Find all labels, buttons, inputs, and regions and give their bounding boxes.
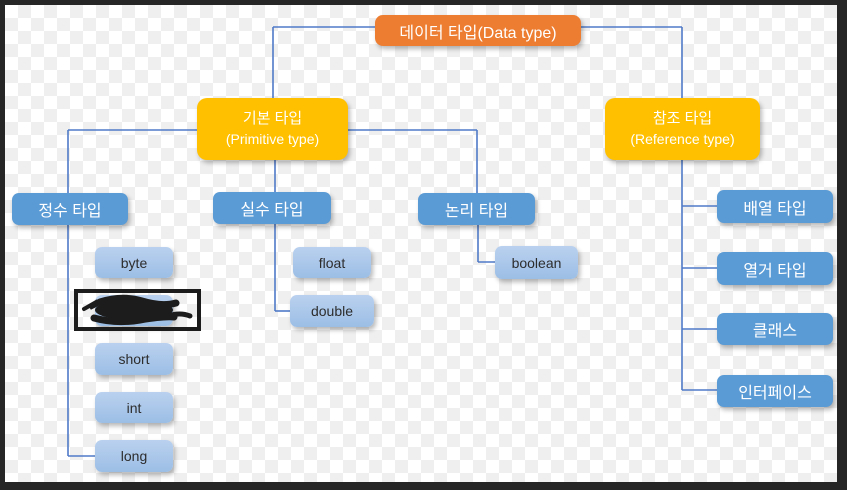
node-integer-type: 정수 타입	[12, 193, 128, 225]
node-primitive-type-subtitle: (Primitive type)	[225, 130, 320, 147]
node-reference-type-subtitle: (Reference type)	[630, 130, 735, 147]
node-int: int	[95, 392, 173, 423]
node-byte: byte	[95, 247, 173, 278]
node-interface-type: 인터페이스	[717, 375, 833, 407]
node-enum-type: 열거 타입	[717, 252, 833, 285]
redaction-scribble	[74, 289, 201, 331]
node-real-type: 실수 타입	[213, 192, 331, 224]
node-float: float	[293, 247, 371, 278]
scribble-marks	[82, 294, 193, 326]
node-reference-type-title: 참조 타입	[652, 110, 713, 128]
connector-lines	[67, 26, 717, 457]
node-array-type: 배열 타입	[717, 190, 833, 223]
node-class-type: 클래스	[717, 313, 833, 345]
node-data-type: 데이터 타입(Data type)	[375, 15, 581, 46]
node-long: long	[95, 440, 173, 472]
node-reference-type: 참조 타입 (Reference type)	[605, 98, 760, 160]
node-primitive-type: 기본 타입 (Primitive type)	[197, 98, 348, 160]
node-short: short	[95, 343, 173, 375]
node-double: double	[290, 295, 374, 327]
node-primitive-type-title: 기본 타입	[242, 110, 303, 128]
node-boolean: boolean	[495, 246, 578, 279]
node-logic-type: 논리 타입	[418, 193, 535, 225]
